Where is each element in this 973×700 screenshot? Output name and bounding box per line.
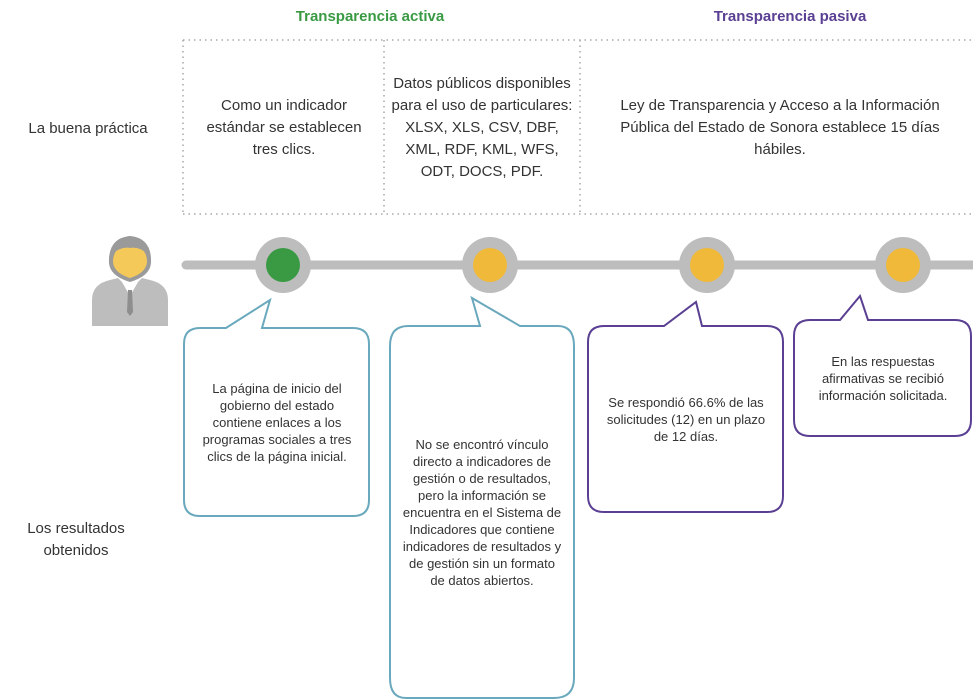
result-bubble-2-shape	[389, 295, 575, 699]
practice-table-grid	[182, 39, 973, 215]
result-bubble-4-text: En las respuestas afirmativas se recibió…	[818, 353, 948, 403]
result-bubble-3-shape	[587, 300, 784, 513]
result-bubble-1-shape	[183, 297, 370, 517]
header-transparencia-activa: Transparencia activa	[295, 8, 445, 25]
result-bubble-4-shape	[793, 293, 972, 437]
timeline-node-2	[462, 237, 518, 293]
person-icon	[92, 236, 168, 326]
header-transparencia-pasiva: Transparencia pasiva	[713, 8, 867, 25]
row-label-buena-practica: La buena práctica	[28, 120, 148, 137]
result-bubble-3-text: Se respondió 66.6% de las solicitudes (1…	[606, 394, 766, 444]
timeline-node-1	[255, 237, 311, 293]
result-bubble-2-text: No se encontró vínculo directo a indicad…	[402, 436, 562, 588]
timeline-node-4	[875, 237, 931, 293]
practice-cell-formats: Datos públicos disponibles para el uso d…	[391, 75, 573, 180]
row-label-resultados: Los resultados obtenidos	[27, 520, 125, 559]
timeline-node-3	[679, 237, 735, 293]
practice-cell-clicks: Como un indicador estándar se establecen…	[206, 96, 362, 158]
practice-cell-law: Ley de Transparencia y Acceso a la Infor…	[620, 96, 940, 158]
result-bubble-1-text: La página de inicio del gobierno del est…	[202, 380, 352, 464]
